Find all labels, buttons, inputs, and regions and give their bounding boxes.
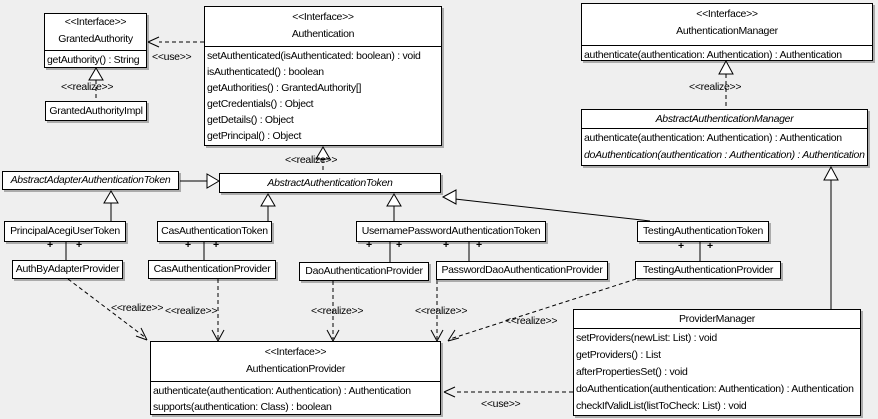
class-name: Authentication — [291, 28, 355, 40]
class-name: PrincipalAcegiUserToken — [10, 225, 120, 237]
plus-mark: + — [213, 239, 219, 251]
class-header: <<Interface>> AuthenticationManager — [582, 4, 872, 46]
method: supports(authentication: Class) : boolea… — [153, 401, 332, 413]
method: afterPropertiesSet() : void — [576, 366, 688, 378]
class-username-password-authentication-token[interactable]: UsernamePasswordAuthenticationToken — [356, 221, 546, 242]
plus-mark: + — [47, 239, 53, 251]
use-label: <<use>> — [481, 398, 521, 410]
class-name: UsernamePasswordAuthenticationToken — [361, 225, 541, 237]
class-name: AuthByAdapterProvider — [15, 263, 120, 275]
method: getCredentials() : Object — [207, 98, 314, 110]
class-abstract-adapter-authentication-token[interactable]: AbstractAdapterAuthenticationToken — [2, 171, 179, 190]
realize-label: <<realize>> — [311, 305, 364, 317]
plus-mark: + — [396, 239, 402, 251]
method: isAuthenticated() : boolean — [207, 66, 324, 78]
class-name: AbstractAuthenticationToken — [267, 176, 393, 189]
realize-label: <<realize>> — [61, 81, 114, 93]
method: doAuthentication(authentication: Authent… — [576, 383, 854, 395]
realize-label: <<realize>> — [505, 315, 558, 327]
class-header: <<Interface>> Authentication — [205, 7, 441, 47]
plus-mark: + — [476, 239, 482, 251]
realize-label: <<realize>> — [111, 302, 164, 314]
realize-label: <<realize>> — [285, 154, 338, 166]
plus-mark: + — [707, 240, 713, 252]
method: getPrincipal() : Object — [207, 130, 302, 142]
plus-mark: + — [678, 240, 684, 252]
class-name: GrantedAuthority — [58, 33, 133, 45]
class-header: <<Interface>> GrantedAuthority — [45, 14, 146, 51]
class-granted-authority[interactable]: <<Interface>> GrantedAuthority getAuthor… — [44, 13, 147, 68]
class-header: AbstractAuthenticationManager — [582, 110, 867, 129]
class-abstract-authentication-token[interactable]: AbstractAuthenticationToken — [219, 173, 441, 193]
class-principal-acegi-user-token[interactable]: PrincipalAcegiUserToken — [4, 221, 126, 242]
plus-mark: + — [185, 239, 191, 251]
class-header: ProviderManager — [574, 310, 860, 329]
class-cas-authentication-token[interactable]: CasAuthenticationToken — [157, 221, 272, 242]
realize-label: <<realize>> — [415, 305, 468, 317]
class-name: ProviderManager — [678, 313, 756, 325]
class-provider-manager[interactable]: ProviderManager setProviders(newList: Li… — [573, 309, 861, 416]
class-testing-authentication-token[interactable]: TestingAuthenticationToken — [637, 221, 769, 242]
method: getDetails() : Object — [207, 114, 294, 126]
class-name: DaoAuthenticationProvider — [305, 265, 423, 277]
stereotype: <<Interface>> — [696, 8, 758, 20]
class-name: GrantedAuthorityImpl — [49, 104, 143, 117]
plus-mark: + — [76, 239, 82, 251]
class-name: TestingAuthenticationToken — [642, 225, 764, 237]
class-name: PasswordDaoAuthenticationProvider — [441, 264, 603, 276]
method: getAuthority() : String — [47, 54, 140, 66]
realize-label: <<realize>> — [689, 81, 742, 93]
class-authentication-provider[interactable]: <<Interface>> AuthenticationProvider aut… — [150, 341, 441, 415]
method: doAuthentication(authentication : Authen… — [584, 149, 865, 161]
stereotype: <<Interface>> — [264, 346, 327, 358]
class-granted-authority-impl[interactable]: GrantedAuthorityImpl — [45, 101, 147, 121]
method: checkIfValidList(listToCheck: List) : vo… — [576, 400, 747, 412]
class-name: CasAuthenticationProvider — [153, 263, 271, 275]
method: getAuthorities() : GrantedAuthority[] — [207, 82, 362, 94]
class-dao-authentication-provider[interactable]: DaoAuthenticationProvider — [299, 262, 429, 281]
stereotype: <<Interface>> — [292, 11, 354, 23]
plus-mark: + — [366, 239, 372, 251]
method: getProviders() : List — [576, 349, 661, 361]
method: setProviders(newList: List) : void — [576, 332, 717, 344]
class-name: AbstractAdapterAuthenticationToken — [10, 174, 171, 186]
class-testing-authentication-provider[interactable]: TestingAuthenticationProvider — [635, 261, 781, 279]
class-header: <<Interface>> AuthenticationProvider — [151, 342, 440, 382]
class-authentication-manager[interactable]: <<Interface>> AuthenticationManager auth… — [581, 3, 873, 61]
class-authentication[interactable]: <<Interface>> Authentication setAuthenti… — [204, 6, 442, 146]
class-name: TestingAuthenticationProvider — [642, 263, 774, 276]
class-abstract-authentication-manager[interactable]: AbstractAuthenticationManager authentica… — [581, 109, 868, 166]
method: authenticate(authentication: Authenticat… — [153, 385, 411, 397]
class-name: CasAuthenticationToken — [161, 225, 268, 237]
method: authenticate(authentication: Authenticat… — [584, 132, 842, 144]
class-auth-by-adapter-provider[interactable]: AuthByAdapterProvider — [12, 260, 123, 279]
class-name: AuthenticationProvider — [245, 363, 346, 375]
plus-mark: + — [443, 239, 449, 251]
class-password-dao-authentication-provider[interactable]: PasswordDaoAuthenticationProvider — [436, 261, 608, 280]
realize-label: <<realize>> — [165, 305, 218, 317]
class-name: AuthenticationManager — [676, 25, 778, 37]
method: setAuthenticated(isAuthenticated: boolea… — [207, 50, 421, 62]
class-name: AbstractAuthenticationManager — [655, 113, 794, 125]
use-label: <<use>> — [152, 51, 192, 63]
method: authenticate(authentication: Authenticat… — [584, 49, 842, 61]
stereotype: <<Interface>> — [64, 16, 127, 28]
class-cas-authentication-provider[interactable]: CasAuthenticationProvider — [148, 260, 276, 279]
